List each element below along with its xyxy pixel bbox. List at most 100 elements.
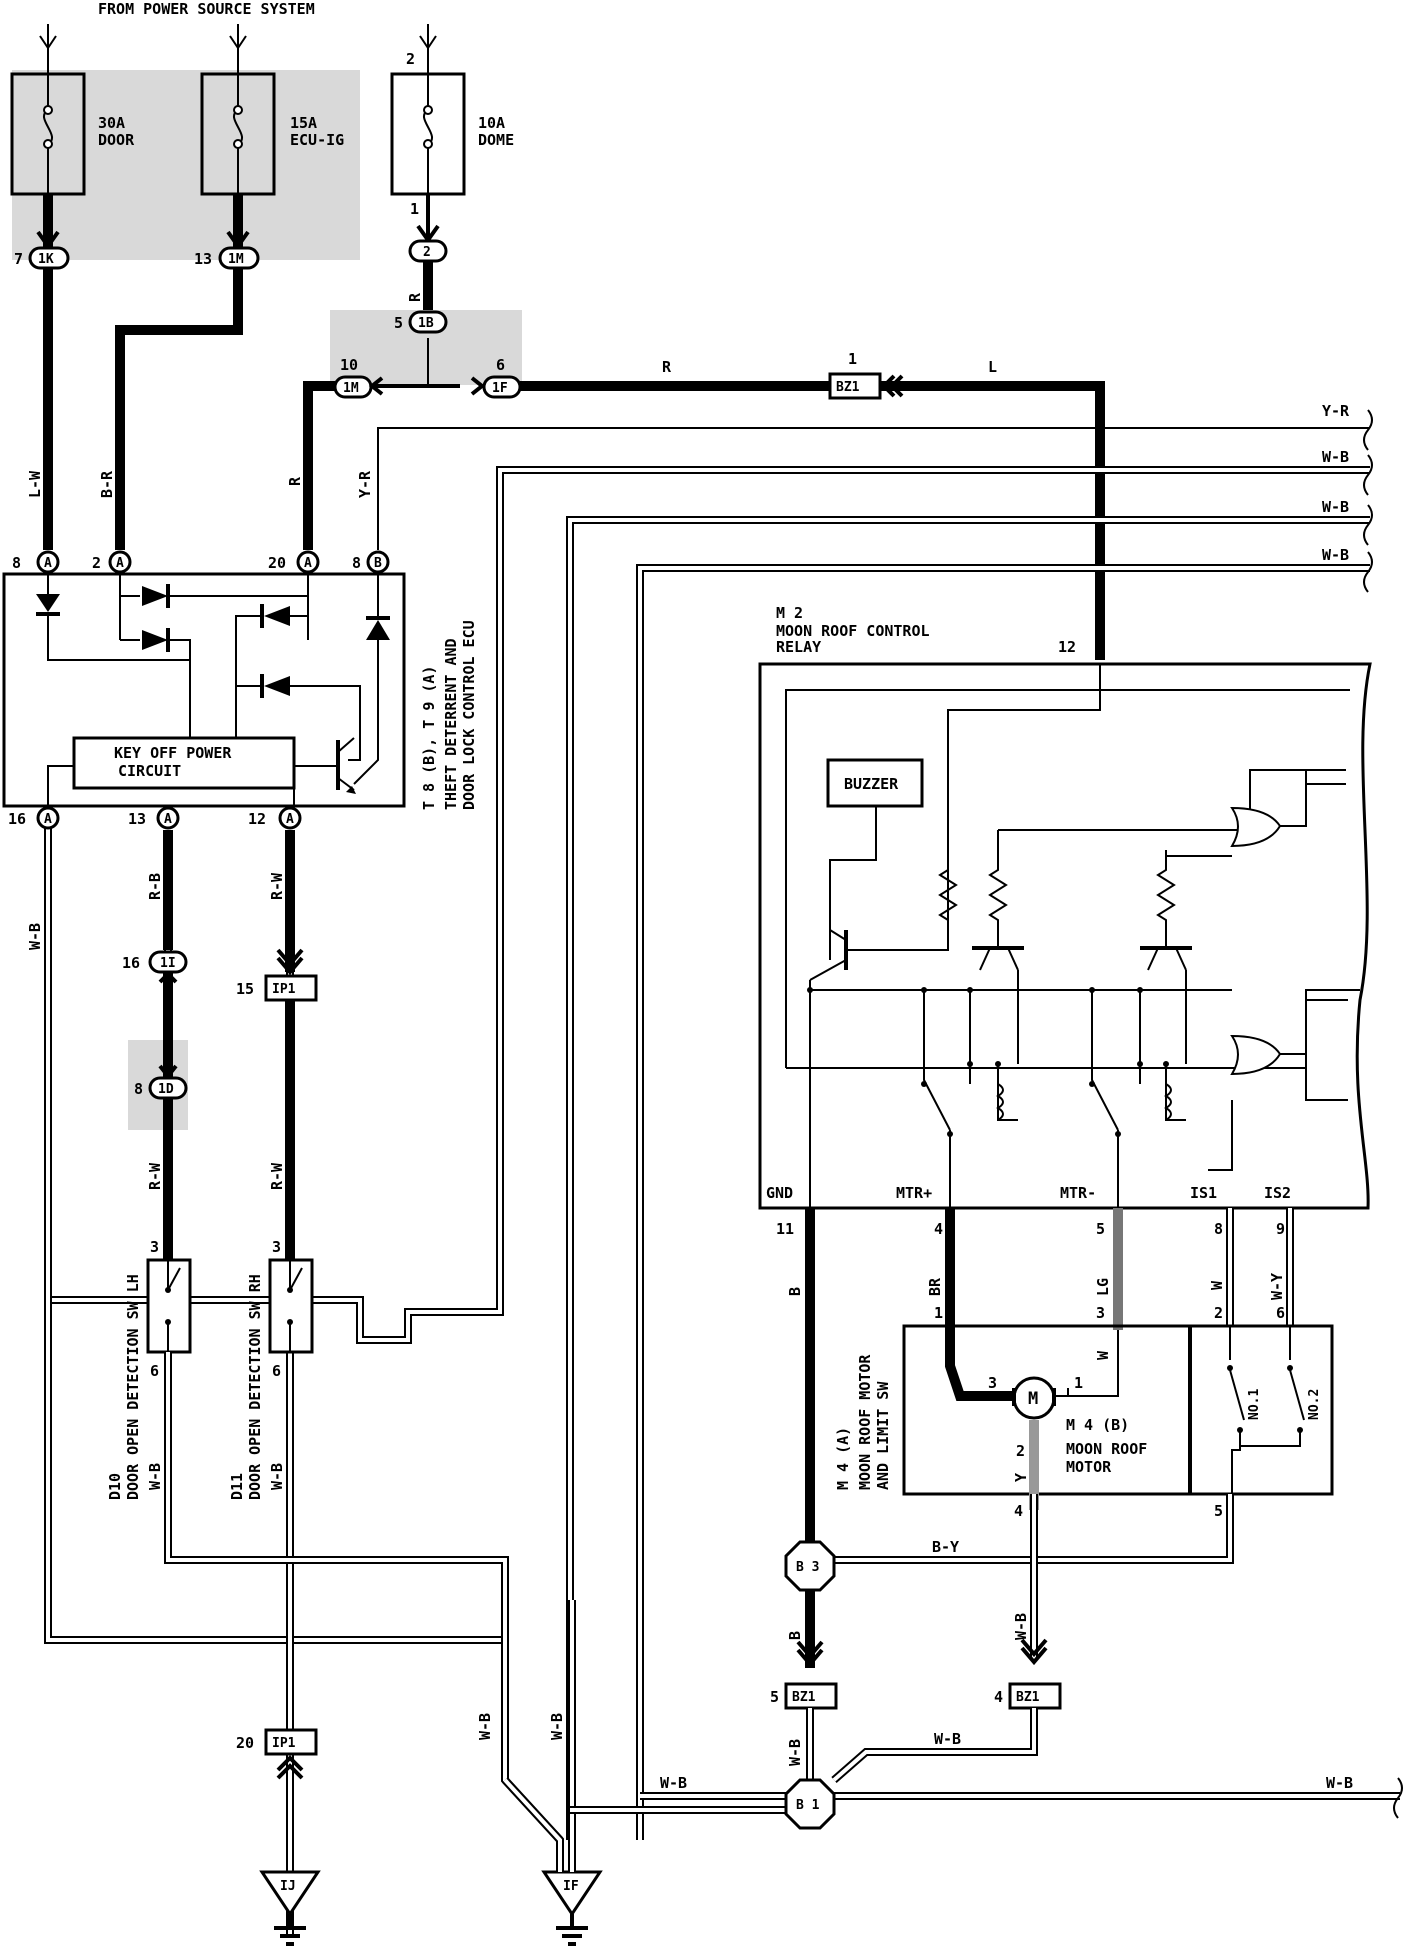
svg-text:Y-R: Y-R: [356, 470, 374, 498]
fuse-rating: 30A: [98, 114, 125, 132]
source-label: FROM POWER SOURCE SYSTEM: [98, 0, 315, 18]
fuse-10a-dome: 2 10A DOME 1: [390, 24, 514, 218]
svg-text:6: 6: [1276, 1304, 1285, 1322]
svg-text:Y-R: Y-R: [1322, 402, 1350, 420]
svg-text:3: 3: [150, 1238, 159, 1256]
moon-roof-control-relay: M 2 MOON ROOF CONTROL RELAY 12 BUZZER: [758, 604, 1372, 1210]
ecu-name-1: THEFT DETERRENT AND: [442, 638, 460, 810]
svg-text:W-Y: W-Y: [1268, 1273, 1286, 1300]
svg-text:W-B: W-B: [934, 1730, 961, 1748]
svg-text:W-B: W-B: [1322, 498, 1349, 516]
svg-text:W-B: W-B: [660, 1774, 687, 1792]
svg-text:5: 5: [770, 1688, 779, 1706]
svg-text:3: 3: [1096, 1304, 1105, 1322]
svg-text:2: 2: [1214, 1304, 1223, 1322]
svg-text:A: A: [44, 812, 52, 827]
svg-text:IP1: IP1: [272, 1736, 296, 1751]
svg-text:NO.1: NO.1: [1247, 1389, 1262, 1420]
term-mtr-minus: MTR-: [1060, 1184, 1096, 1202]
svg-text:13: 13: [194, 250, 212, 268]
svg-text:16: 16: [8, 810, 26, 828]
ecu-pin-12a: A 12: [248, 806, 302, 830]
connector-1m: 1M 13: [194, 230, 260, 270]
wire-wb-2: [566, 516, 1370, 1840]
svg-text:2: 2: [423, 245, 431, 260]
break-mark: [1393, 1777, 1403, 1819]
connector-bz1-lower-right: BZ1 4: [994, 1682, 1062, 1710]
svg-text:D10: D10: [106, 1473, 124, 1500]
svg-text:R-W: R-W: [146, 1162, 164, 1190]
svg-text:W-B: W-B: [786, 1739, 804, 1766]
svg-text:W-B: W-B: [146, 1463, 164, 1490]
svg-text:L-W: L-W: [26, 470, 44, 498]
assy-id: M 4 (A): [834, 1427, 852, 1490]
svg-text:DOOR OPEN DETECTION SW RH: DOOR OPEN DETECTION SW RH: [246, 1274, 264, 1500]
svg-text:6: 6: [272, 1362, 281, 1380]
ground-ij: IJ: [259, 1870, 321, 1946]
ecu-pin-8b: B 8: [352, 550, 390, 574]
motor-symbol: M: [1028, 1389, 1038, 1409]
svg-text:L: L: [988, 358, 997, 376]
ecu-name-2: DOOR LOCK CONTROL ECU: [460, 620, 478, 810]
svg-text:15: 15: [236, 980, 254, 998]
svg-text:BZ1: BZ1: [836, 380, 860, 395]
svg-text:W-B: W-B: [1326, 1774, 1353, 1792]
svg-text:1M: 1M: [228, 252, 244, 267]
ecu-ref: T 8 (B), T 9 (A): [420, 666, 438, 811]
moon-roof-motor-assembly: 1 3 2 6 W M 3 1 2 Y M 4 (B) MOON ROOF MO…: [834, 1304, 1334, 1510]
svg-text:1K: 1K: [38, 252, 54, 267]
svg-text:B: B: [374, 556, 382, 571]
svg-text:6: 6: [150, 1362, 159, 1380]
svg-text:IP1: IP1: [272, 982, 296, 997]
svg-text:IJ: IJ: [280, 1879, 296, 1894]
svg-text:W: W: [1208, 1280, 1226, 1290]
svg-text:20: 20: [268, 554, 286, 572]
svg-text:W-B: W-B: [1322, 448, 1349, 466]
svg-text:10: 10: [340, 356, 358, 374]
svg-text:1I: 1I: [160, 956, 176, 971]
connector-ip1-lower: IP1 20: [236, 1728, 318, 1780]
svg-text:W-B: W-B: [476, 1713, 494, 1740]
svg-text:9: 9: [1276, 1220, 1285, 1238]
connector-1b: 1B 5: [394, 310, 448, 334]
svg-text:4: 4: [1014, 1502, 1023, 1520]
relay-name-1: MOON ROOF CONTROL: [776, 622, 930, 640]
term-mtr-plus: MTR+: [896, 1184, 932, 1202]
relay-name-2: RELAY: [776, 638, 821, 656]
svg-text:12: 12: [248, 810, 266, 828]
svg-text:B 3: B 3: [796, 1560, 819, 1575]
svg-text:W-B: W-B: [26, 923, 44, 950]
relay-id: M 2: [776, 604, 803, 622]
svg-text:1F: 1F: [492, 381, 508, 396]
fuse-name: ECU-IG: [290, 131, 344, 149]
door-switch-lh: 3 6 D10 DOOR OPEN DETECTION SW LH: [106, 1238, 192, 1500]
svg-text:3: 3: [272, 1238, 281, 1256]
svg-text:3: 3: [988, 1374, 997, 1392]
svg-text:R-W: R-W: [268, 1162, 286, 1190]
svg-text:5: 5: [394, 314, 403, 332]
svg-text:A: A: [44, 556, 52, 571]
svg-text:12: 12: [1058, 638, 1076, 656]
svg-text:8: 8: [1214, 1220, 1223, 1238]
connector-1k: 1K 7: [14, 230, 70, 270]
fuse-rating: 15A: [290, 114, 317, 132]
svg-text:A: A: [164, 812, 172, 827]
svg-text:1: 1: [848, 350, 857, 368]
svg-text:1: 1: [934, 1304, 943, 1322]
connector-ip1: IP1 15: [236, 974, 318, 1002]
svg-text:B 1: B 1: [796, 1798, 820, 1813]
svg-text:LG: LG: [1094, 1278, 1112, 1296]
svg-text:B-Y: B-Y: [932, 1538, 959, 1556]
svg-text:B-R: B-R: [98, 470, 116, 498]
svg-text:R-W: R-W: [268, 872, 286, 900]
motor-id: M 4 (B): [1066, 1416, 1129, 1434]
ecu-pin-8a: A 8: [12, 550, 60, 574]
fuse-name: DOME: [478, 131, 514, 149]
assy-name-1: MOON ROOF MOTOR: [856, 1354, 874, 1490]
svg-text:13: 13: [128, 810, 146, 828]
key-off-label: KEY OFF POWER: [114, 744, 232, 762]
shaded-area-fuse-box: [12, 70, 360, 260]
ecu-pin-2a: A 2: [92, 550, 132, 574]
buzzer-label: BUZZER: [844, 775, 899, 793]
svg-text:R: R: [662, 358, 672, 376]
